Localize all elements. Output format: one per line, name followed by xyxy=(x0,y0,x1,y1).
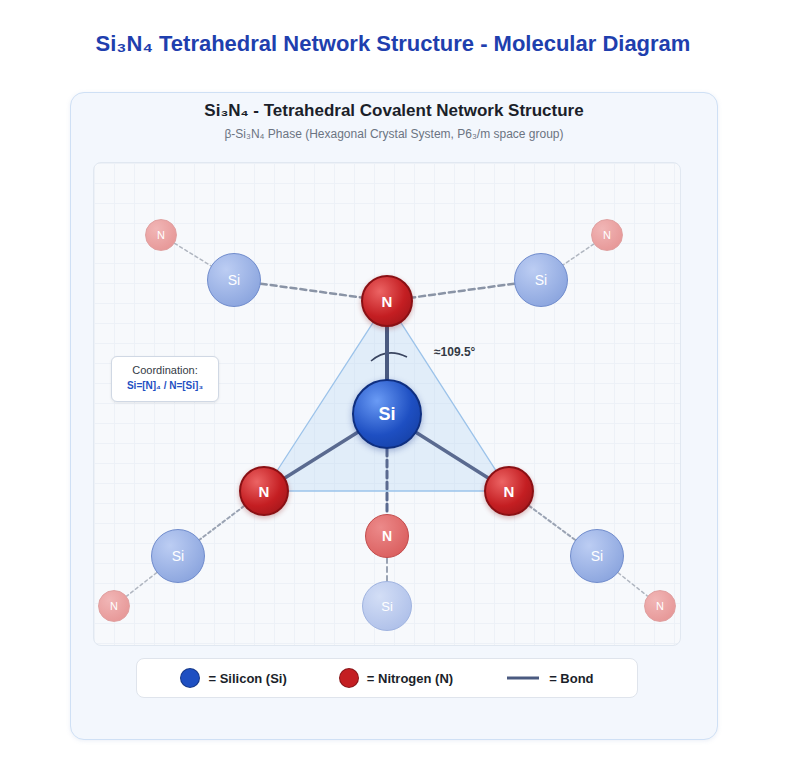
structure-card: Si₃N₄ - Tetrahedral Covalent Network Str… xyxy=(70,92,718,740)
atom-symbol: Si xyxy=(378,405,395,423)
legend-line-sample xyxy=(505,673,541,683)
page-title: Si₃N₄ Tetrahedral Network Structure - Mo… xyxy=(0,31,786,57)
atom-symbol: Si xyxy=(535,273,547,287)
bond-line xyxy=(563,244,593,265)
atom-circle: Si xyxy=(514,253,568,307)
coordination-box: Coordination:Si=[N]₄ / N=[Si]₃ xyxy=(111,356,219,402)
atom-symbol: Si xyxy=(228,273,240,287)
atom-circle: N xyxy=(145,219,177,251)
atom-circle: Si xyxy=(570,529,624,583)
card-subtitle: β-Si₃N₄ Phase (Hexagonal Crystal System,… xyxy=(71,127,717,141)
legend-item: = Bond xyxy=(505,671,593,686)
atom-circle: N xyxy=(591,219,623,251)
bond-line xyxy=(127,573,157,597)
atom-symbol: N xyxy=(110,601,118,612)
atom-circle: N xyxy=(484,466,534,516)
bond-line xyxy=(261,284,361,298)
atom-symbol: N xyxy=(157,230,165,241)
legend-item: = Nitrogen (N) xyxy=(339,668,453,688)
atom-symbol: N xyxy=(382,294,393,309)
legend-text: = Bond xyxy=(549,671,593,686)
bond-line xyxy=(200,506,245,540)
atom-symbol: N xyxy=(259,484,270,499)
box-heading: Coordination: xyxy=(120,363,210,378)
legend-text: = Nitrogen (N) xyxy=(367,671,453,686)
atom-symbol: Si xyxy=(591,549,603,563)
atom-symbol: N xyxy=(382,529,392,543)
atom-circle: N xyxy=(361,275,413,327)
atom-circle: N xyxy=(365,514,409,558)
angle-label: ≈109.5° xyxy=(434,345,475,359)
legend-text: = Silicon (Si) xyxy=(208,671,286,686)
legend-item: = Silicon (Si) xyxy=(180,668,286,688)
atom-symbol: N xyxy=(656,601,664,612)
atom-symbol: N xyxy=(504,484,515,499)
legend-swatch xyxy=(339,668,359,688)
atom-circle: Si xyxy=(352,379,422,449)
atom-circle: Si xyxy=(151,529,205,583)
bond-line xyxy=(413,284,514,298)
atom-symbol: N xyxy=(603,230,611,241)
legend-line xyxy=(507,677,539,680)
atom-circle: N xyxy=(239,466,289,516)
coordination-formula: Si=[N]₄ / N=[Si]₃ xyxy=(120,378,210,393)
bond-line xyxy=(285,433,357,478)
bond-line xyxy=(386,558,388,581)
atom-circle: Si xyxy=(207,253,261,307)
bond-line xyxy=(529,506,575,540)
atom-symbol: Si xyxy=(172,549,184,563)
legend-box: = Silicon (Si) = Nitrogen (N) = Bond xyxy=(136,658,638,698)
atom-circle: N xyxy=(98,590,130,622)
bond-line xyxy=(618,573,647,596)
legend-swatch xyxy=(180,668,200,688)
bond-line xyxy=(385,327,389,379)
card-heading: Si₃N₄ - Tetrahedral Covalent Network Str… xyxy=(71,101,717,121)
bond-line xyxy=(417,433,488,478)
bond-line xyxy=(386,449,389,514)
bond-line xyxy=(175,243,211,265)
atom-circle: Si xyxy=(362,581,412,631)
atom-symbol: Si xyxy=(381,600,393,613)
bond-line xyxy=(289,490,484,491)
atom-circle: N xyxy=(644,590,676,622)
